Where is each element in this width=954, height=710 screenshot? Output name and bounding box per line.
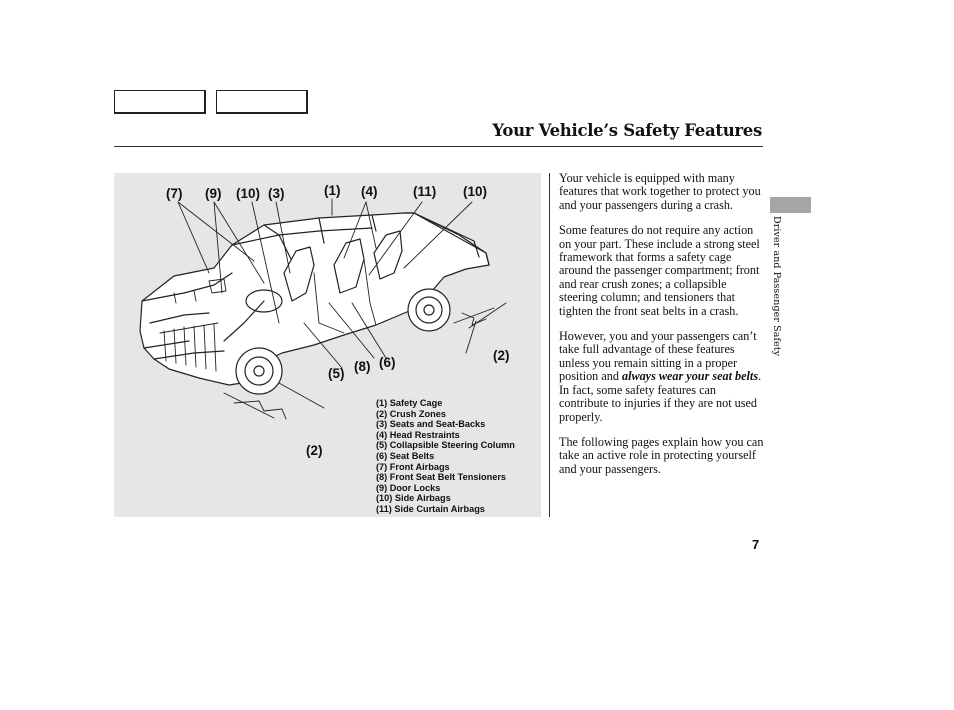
paragraph-intro: Your vehicle is equipped with many featu… xyxy=(559,171,761,212)
callout-5: (5) xyxy=(328,366,345,381)
paragraph-seat-belts: However, you and your passengers can’t t… xyxy=(559,329,765,424)
callout-9: (9) xyxy=(205,186,222,201)
callout-11: (11) xyxy=(413,184,437,199)
title-divider xyxy=(114,146,763,147)
header-tab-box-1 xyxy=(114,90,206,114)
section-tab-label: Driver and Passenger Safety xyxy=(771,216,782,357)
legend-item: (3) Seats and Seat-Backs xyxy=(376,419,486,430)
legend-item: (10) Side Airbags xyxy=(376,493,451,504)
page-number: 7 xyxy=(752,537,760,552)
body-text: Your vehicle is equipped with many featu… xyxy=(559,171,765,488)
callout-10-left: (10) xyxy=(236,186,261,201)
callout-7-top: (7) xyxy=(166,186,183,201)
callout-2-front: (2) xyxy=(306,443,323,458)
figure-legend: (1) Safety Cage (2) Crush Zones (3) Seat… xyxy=(376,398,515,515)
car-cutaway-illustration xyxy=(139,198,507,420)
callout-10-right: (10) xyxy=(463,184,488,199)
callout-8: (8) xyxy=(354,359,371,374)
paragraph-following-pages: The following pages explain how you can … xyxy=(559,434,764,476)
paragraph-passive-features: Some features do not require any action … xyxy=(559,223,760,318)
section-tab-marker xyxy=(770,197,811,213)
header-tab-box-2 xyxy=(216,90,308,114)
paragraph-text: However, you and your passengers can’t t… xyxy=(559,329,757,384)
legend-item: (4) Head Restraints xyxy=(376,429,460,440)
legend-item: (8) Front Seat Belt Tensioners xyxy=(376,472,507,483)
legend-item: (6) Seat Belts xyxy=(376,450,435,461)
legend-item: (1) Safety Cage xyxy=(376,398,443,408)
emphasis-text: always wear your seat belts xyxy=(621,369,759,384)
legend-item: (9) Door Locks xyxy=(376,482,441,493)
callout-1: (1) xyxy=(324,183,341,198)
legend-item: (7) Front Airbags xyxy=(376,461,450,472)
column-divider xyxy=(549,173,550,517)
callout-2-rear: (2) xyxy=(493,348,510,363)
legend-item: (11) Side Curtain Airbags xyxy=(376,503,485,514)
legend-item: (5) Collapsible Steering Column xyxy=(376,440,515,451)
page-title: Your Vehicle’s Safety Features xyxy=(492,121,762,140)
legend-item: (2) Crush Zones xyxy=(376,408,446,419)
paragraph-text: . In fact, some safety features can cont… xyxy=(559,369,762,424)
callout-6: (6) xyxy=(379,355,396,370)
callout-4: (4) xyxy=(361,184,378,199)
callout-3: (3) xyxy=(268,186,285,201)
